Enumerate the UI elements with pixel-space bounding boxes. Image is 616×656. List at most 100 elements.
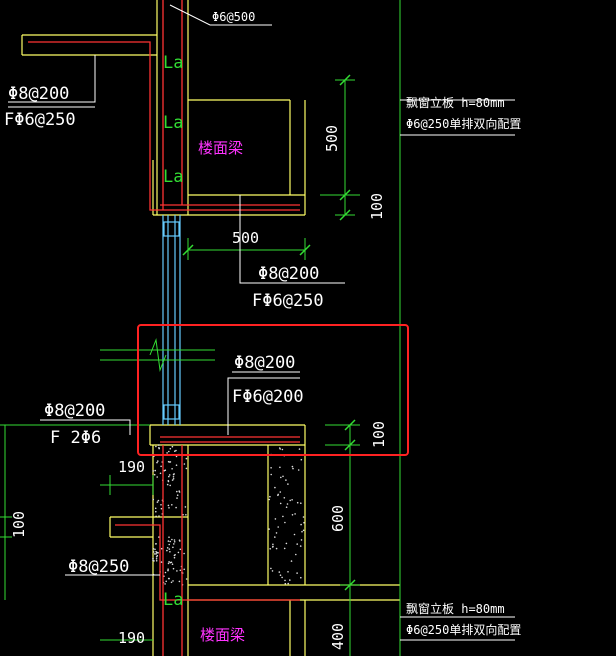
hatch-dot [275,547,278,550]
hatch-dot [278,571,281,573]
hatch-dot [184,506,187,508]
hatch-dot [155,543,157,545]
hatch-dot [155,445,157,448]
hatch-dot [172,567,175,570]
hatch-dot [291,514,294,516]
hatch-dot [170,581,173,584]
hatch-dot [179,540,181,542]
hatch-dot [284,579,286,582]
hatch-dot [268,498,271,501]
dim-100-box: 100 [370,421,388,448]
hatch-dot [185,578,188,580]
hatch-dot [154,469,156,472]
hatch-dot [272,545,274,548]
hatch-dot [160,504,162,506]
hatch-dot [165,580,167,583]
hatch-dot [156,476,158,478]
concrete-hatch [152,444,305,586]
hatch-dot [296,543,299,545]
hatch-dot [171,468,173,470]
hatch-dot [173,473,175,475]
hatch-dot [185,514,187,516]
break-symbol [149,338,167,372]
hatch-dot [179,569,182,572]
hatch-dot [279,574,282,576]
hatch-dot [293,533,296,536]
hatch-dot [166,452,168,454]
label-box-main: Φ8@200 [234,353,295,373]
hatch-dot [167,540,170,542]
hatch-dot [168,543,170,546]
hatch-dot [183,463,186,465]
hatch-dot [166,547,169,549]
hatch-dot [285,506,288,509]
hatch-dot [172,546,174,549]
hatch-dot [302,516,305,518]
hatch-dot [185,457,188,460]
hatch-dot [277,493,280,496]
hatch-dot [274,518,277,520]
hatch-dot [291,499,293,501]
hatch-dot [158,446,160,449]
hatch-dot [173,556,176,559]
hatch-dot [168,548,171,550]
dim-100-top: 100 [368,193,386,220]
label-la-4: La [163,590,183,610]
hatch-dot [173,541,176,543]
hatch-dot [160,547,163,550]
hatch-dot [158,444,160,446]
hatch-dot [285,542,288,545]
dim-500-top: 500 [323,125,341,152]
hatch-dot [157,552,159,554]
label-box-dist: FΦ6@200 [232,387,304,407]
hatch-dot [279,491,282,493]
hatch-dot [274,536,276,538]
hatch-dot [270,567,272,570]
hatch-dot [152,551,155,553]
hatch-dot [287,582,290,585]
hatch-dot [281,448,284,451]
hatch-dot [272,543,274,546]
hatch-dot [155,558,158,560]
hatch-dot [279,502,282,505]
hatch-dot [270,467,272,469]
hatch-dot [153,560,155,562]
hatch-dot [286,503,289,505]
hatch-dot [296,572,298,574]
hatch-dot [168,561,170,563]
dim-190-b: 190 [118,629,145,647]
label-mid-dist: FΦ6@250 [252,291,324,311]
hatch-dot [168,461,171,463]
hatch-dot [270,473,273,476]
label-beam-2: 楼面梁 [200,626,245,644]
hatch-dot [281,576,283,579]
hatch-dot [287,571,289,573]
hatch-dot [155,550,157,553]
hatch-dot [167,479,170,482]
hatch-dot [155,515,157,518]
leader-lines [8,4,515,641]
hatch-dot [157,460,159,462]
hatch-dot [176,490,178,493]
label-left-low-main: Φ8@250 [68,557,129,577]
hatch-dot [185,467,188,470]
hatch-dot [274,486,276,489]
hatch-dot [176,494,179,497]
hatch-dot [167,504,170,507]
hatch-dot [166,483,169,486]
hatch-dot [164,571,167,574]
hatch-dot [284,521,286,524]
hatch-dot [183,568,185,571]
hatch-dot [172,478,175,480]
hatch-dot [280,476,282,479]
hatch-dot [174,450,176,453]
hatch-dot [173,543,175,545]
hatch-dot [290,560,293,562]
hatch-dot [297,469,300,471]
hatch-dot [166,549,168,552]
hatch-dot [154,507,157,510]
hatch-dot [269,495,271,498]
hatch-dot [177,551,180,554]
label-la-3: La [163,167,183,187]
hatch-dot [178,490,180,492]
